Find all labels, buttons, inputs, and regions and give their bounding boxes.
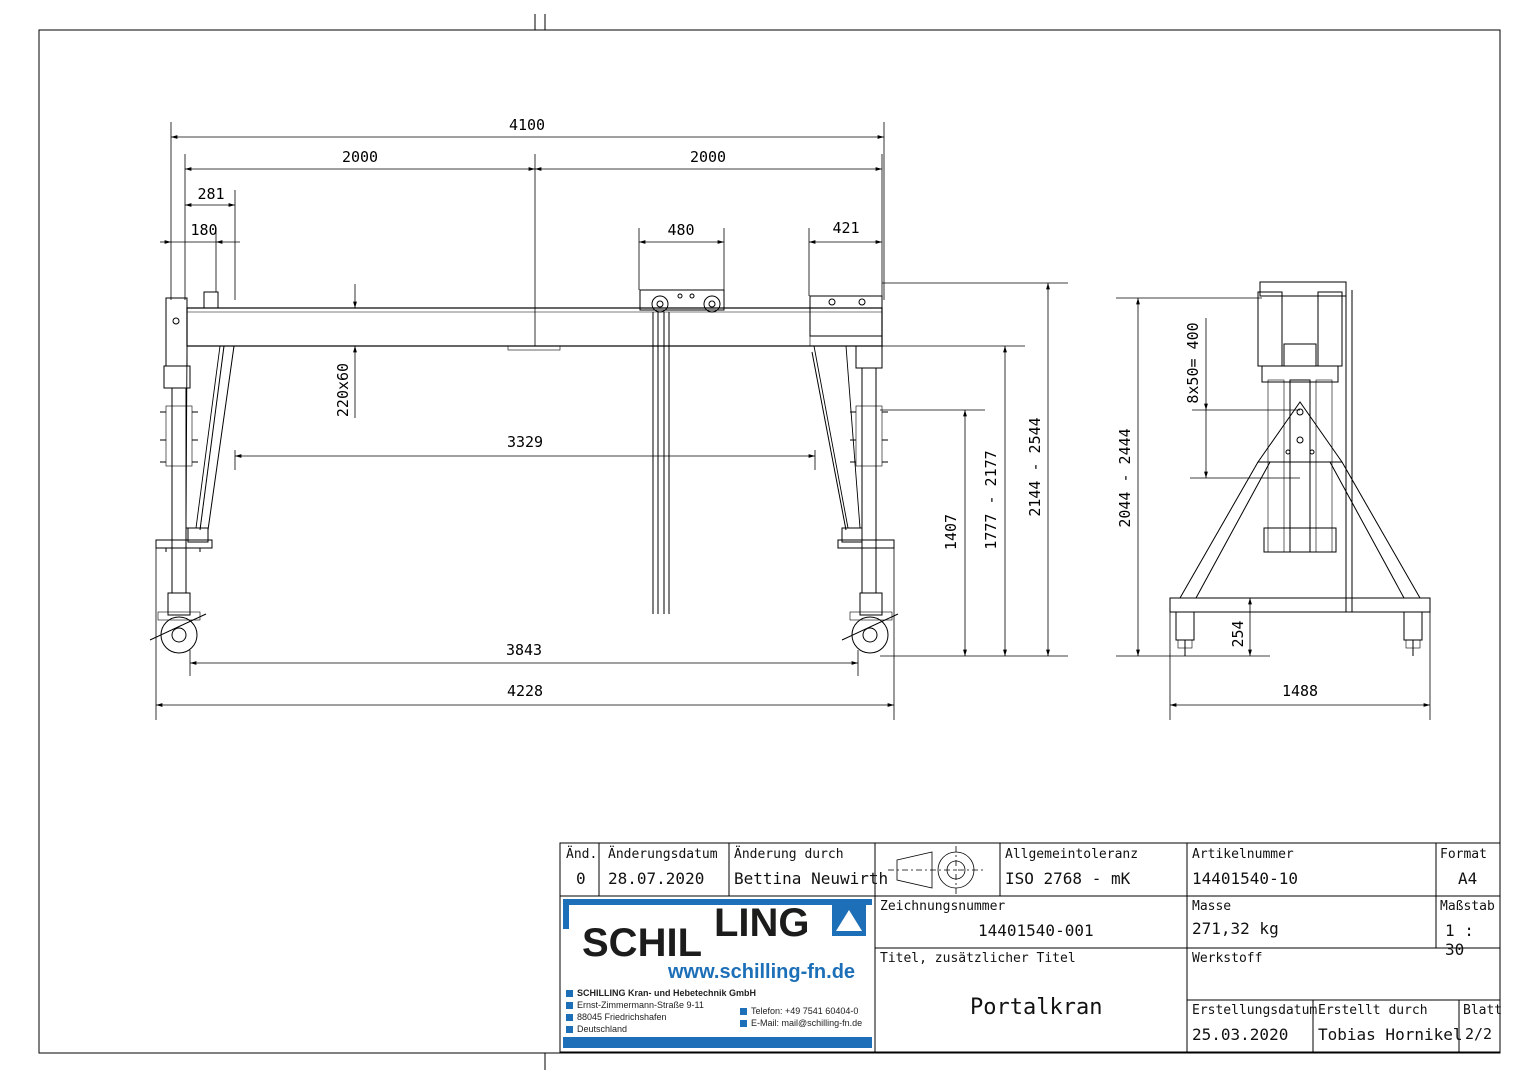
dim-2000-left: 2000 bbox=[342, 148, 378, 166]
dim-1488: 1488 bbox=[1282, 682, 1318, 700]
company-url: www.schilling-fn.de bbox=[668, 961, 856, 983]
sheet-border bbox=[38, 29, 1501, 1054]
changed-by-label: Änderung durch bbox=[734, 847, 844, 862]
side-base bbox=[1169, 597, 1431, 613]
rev-label: Änd. bbox=[566, 847, 598, 862]
dim-180: 180 bbox=[190, 221, 217, 239]
title-block: Änd. 0 Änderungsdatum 28.07.2020 Änderun… bbox=[560, 843, 1503, 1052]
dim-254: 254 bbox=[1229, 620, 1247, 647]
change-date-value: 28.07.2020 bbox=[608, 869, 705, 888]
created-by-value: Tobias Hornikel bbox=[1318, 1025, 1463, 1044]
dim-3329: 3329 bbox=[507, 433, 543, 451]
material-label: Werkstoff bbox=[1192, 951, 1263, 966]
front-view bbox=[149, 289, 899, 654]
side-view bbox=[1169, 281, 1431, 656]
left-post bbox=[171, 387, 187, 594]
created-date-value: 25.03.2020 bbox=[1192, 1025, 1289, 1044]
sheet-value: 2/2 bbox=[1465, 1025, 1493, 1043]
dimension-lines bbox=[155, 122, 1431, 720]
dim-2144-2544: 2144 - 2544 bbox=[1026, 417, 1044, 516]
company-country: Deutschland bbox=[566, 1023, 627, 1035]
dim-1407: 1407 bbox=[942, 514, 960, 550]
rev-value: 0 bbox=[576, 869, 586, 888]
title-label: Titel, zusätzlicher Titel bbox=[880, 951, 1076, 966]
company-logo: SCHIL LING www.schilling-fn.de SCHILLING… bbox=[562, 897, 873, 1052]
scale-label: Maßstab bbox=[1440, 899, 1495, 914]
right-post bbox=[861, 367, 877, 594]
drawing-no-label: Zeichnungsnummer bbox=[880, 899, 1006, 914]
logo-word-left: SCHIL bbox=[582, 921, 702, 965]
title-block-grid bbox=[559, 842, 1501, 1053]
company-name: SCHILLING Kran- und Hebetechnik GmbH bbox=[566, 987, 756, 999]
created-by-label: Erstellt durch bbox=[1318, 1003, 1428, 1018]
dim-1777-2177: 1777 - 2177 bbox=[982, 450, 1000, 549]
company-email: E-Mail: mail@schilling-fn.de bbox=[740, 1017, 862, 1029]
sheet-label: Blatt bbox=[1463, 1003, 1503, 1018]
main-beam bbox=[186, 307, 883, 347]
mass-label: Masse bbox=[1192, 899, 1232, 914]
article-value: 14401540-10 bbox=[1192, 869, 1298, 888]
created-date-label: Erstellungsdatum bbox=[1192, 1003, 1318, 1018]
dim-2044-2444: 2044 - 2444 bbox=[1116, 428, 1134, 527]
trolley bbox=[639, 289, 725, 311]
a-frame bbox=[1257, 401, 1343, 463]
tolerance-value: ISO 2768 - mK bbox=[1005, 869, 1131, 888]
logo-bar bbox=[563, 1037, 872, 1048]
title-value: Portalkran bbox=[970, 995, 1103, 1020]
mass-value: 271,32 kg bbox=[1192, 919, 1279, 938]
dim-421: 421 bbox=[832, 219, 859, 237]
format-label: Format bbox=[1440, 847, 1487, 862]
dim-4228: 4228 bbox=[507, 682, 543, 700]
change-date-label: Änderungsdatum bbox=[608, 847, 718, 862]
scale-value: 1 : 30 bbox=[1445, 921, 1474, 959]
dim-2000-right: 2000 bbox=[690, 148, 726, 166]
drawing-no-value: 14401540-001 bbox=[978, 921, 1094, 940]
changed-by-value: Bettina Neuwirth bbox=[734, 869, 889, 888]
tolerance-label: Allgemeintoleranz bbox=[1005, 847, 1139, 862]
format-value: A4 bbox=[1458, 869, 1478, 888]
company-street: Ernst-Zimmermann-Straße 9-11 bbox=[566, 999, 704, 1011]
logo-word-right: LING bbox=[714, 901, 810, 945]
dim-281: 281 bbox=[197, 185, 224, 203]
company-phone: Telefon: +49 7541 60404-0 bbox=[740, 1005, 858, 1017]
projection-symbol-icon bbox=[888, 846, 985, 894]
dim-220x60: 220x60 bbox=[334, 363, 352, 417]
dim-3843: 3843 bbox=[506, 641, 542, 659]
dim-8x50-400: 8x50= 400 bbox=[1184, 322, 1202, 403]
dim-4100: 4100 bbox=[509, 116, 545, 134]
dim-480: 480 bbox=[667, 221, 694, 239]
article-label: Artikelnummer bbox=[1192, 847, 1294, 862]
company-city: 88045 Friedrichshafen bbox=[566, 1011, 667, 1023]
